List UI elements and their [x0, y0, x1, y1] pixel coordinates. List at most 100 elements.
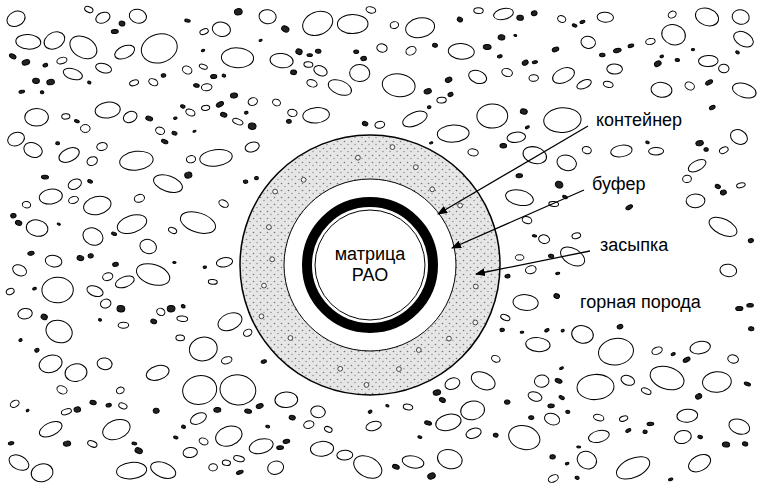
- pebble: [467, 68, 489, 86]
- pebble: [423, 88, 431, 95]
- pebble: [599, 53, 605, 57]
- pebble: [148, 77, 159, 87]
- pebble: [6, 130, 27, 148]
- pebble: [41, 175, 49, 179]
- pebble: [4, 8, 27, 29]
- backfill-grain: [416, 348, 421, 353]
- pebble: [222, 460, 231, 466]
- pebble: [434, 412, 463, 434]
- pebble: [735, 50, 740, 54]
- pebble: [354, 50, 359, 54]
- pebble: [691, 48, 694, 50]
- backfill-grain: [447, 336, 452, 341]
- pebble: [682, 175, 692, 183]
- pebble: [671, 352, 676, 356]
- pebble: [572, 23, 577, 27]
- pebble: [41, 277, 73, 303]
- pebble: [255, 176, 259, 179]
- pebble: [81, 125, 91, 133]
- pebble: [580, 35, 597, 50]
- pebble: [543, 106, 582, 133]
- pebble: [22, 140, 45, 160]
- pebble: [720, 190, 727, 196]
- pebble: [232, 117, 244, 126]
- pebble: [596, 336, 635, 368]
- pebble: [689, 340, 711, 356]
- pebble: [236, 469, 244, 475]
- pebble: [659, 21, 688, 47]
- pebble: [429, 141, 433, 144]
- backfill-grain: [458, 203, 463, 208]
- pebble: [221, 47, 254, 68]
- backfill-grain: [267, 225, 272, 230]
- pebble: [193, 83, 199, 88]
- pebble: [555, 153, 578, 173]
- pebble: [199, 63, 208, 70]
- backfill-grain: [356, 155, 361, 160]
- pebble: [275, 391, 299, 408]
- pebble: [667, 10, 677, 20]
- pebble: [289, 415, 296, 421]
- pebble: [490, 354, 501, 363]
- pebble: [368, 409, 373, 414]
- pebble: [400, 108, 429, 130]
- pebble: [184, 19, 190, 23]
- pebble: [529, 74, 539, 81]
- pebble: [28, 251, 35, 256]
- pebble: [199, 28, 209, 36]
- pebble: [718, 146, 729, 155]
- pebble: [26, 409, 30, 412]
- pebble: [548, 254, 554, 259]
- pebble: [233, 455, 245, 463]
- pebble: [129, 79, 139, 87]
- pebble: [271, 98, 281, 107]
- backfill-grain: [270, 257, 275, 262]
- pebble: [56, 384, 69, 395]
- pebble: [15, 219, 23, 226]
- pebble: [208, 463, 217, 471]
- pebble: [477, 104, 508, 129]
- pebble: [46, 79, 54, 85]
- pebble: [68, 195, 80, 205]
- rock-pebbles: [4, 5, 758, 484]
- pebble: [625, 204, 633, 211]
- pebble: [704, 147, 709, 151]
- pebble: [80, 225, 106, 249]
- pebble: [676, 408, 698, 423]
- pebble: [497, 54, 502, 58]
- pebble: [456, 16, 463, 22]
- pebble: [552, 46, 560, 53]
- pebble: [57, 223, 61, 226]
- pebble: [154, 126, 165, 136]
- pebble: [203, 266, 207, 269]
- pebble: [94, 10, 112, 25]
- pebble: [19, 90, 25, 94]
- pebble: [151, 171, 184, 196]
- pebble: [404, 15, 436, 40]
- pebble: [234, 8, 243, 16]
- pebble: [525, 125, 530, 129]
- pebble: [96, 142, 108, 152]
- backfill-grain: [301, 177, 306, 182]
- pebble: [119, 21, 126, 27]
- pebble: [193, 130, 197, 133]
- pebble: [312, 64, 329, 78]
- pebble: [529, 416, 534, 420]
- pebble: [171, 131, 177, 136]
- pebble: [686, 451, 714, 476]
- pebble: [731, 8, 751, 26]
- pebble: [512, 294, 538, 312]
- pebble: [390, 21, 400, 30]
- pebble: [505, 274, 511, 278]
- pebble: [150, 318, 157, 324]
- pebble: [184, 172, 192, 179]
- pebble: [365, 6, 376, 14]
- pebble: [613, 452, 653, 484]
- pebble: [259, 39, 263, 42]
- pebble: [337, 450, 353, 460]
- pebble: [514, 34, 517, 36]
- leader-line: [438, 126, 588, 214]
- pebble: [577, 446, 581, 448]
- part-label: горная порода: [574, 290, 707, 315]
